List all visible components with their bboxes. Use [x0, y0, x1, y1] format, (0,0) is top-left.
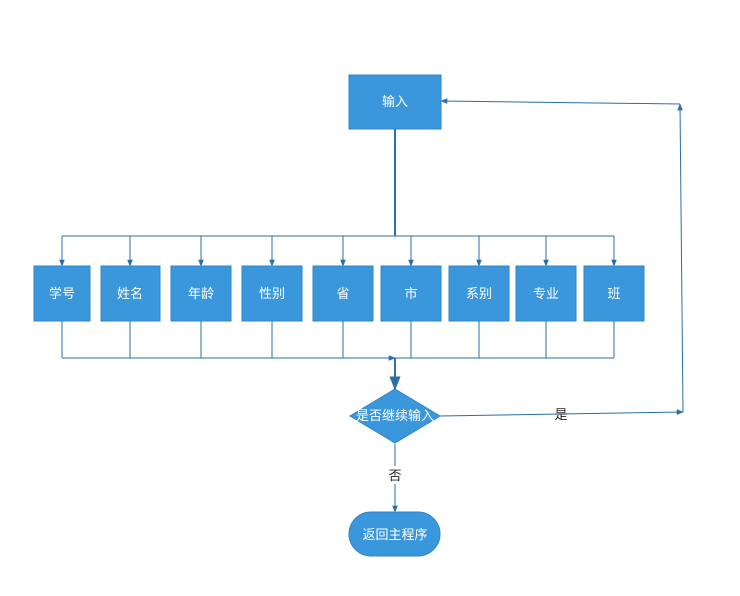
node-field-8: 专业 — [515, 265, 577, 322]
node-field-label: 专业 — [533, 287, 559, 302]
edge-yes-right — [439, 409, 684, 417]
node-field-label: 系别 — [466, 287, 492, 302]
edge-label-yes: 是 — [554, 408, 567, 423]
node-decision: 是否继续输入 — [349, 388, 441, 444]
node-field-label: 班 — [607, 287, 620, 302]
node-field-label: 姓名 — [117, 286, 143, 302]
node-field-label: 市 — [404, 286, 417, 302]
node-decision-label: 是否继续输入 — [356, 408, 434, 424]
node-field-2: 姓名 — [100, 265, 161, 322]
node-return: 返回主程序 — [348, 511, 441, 557]
node-field-9: 班 — [583, 265, 645, 322]
node-field-5: 省 — [312, 265, 374, 322]
edge-label-no: 否 — [388, 469, 401, 484]
node-field-6: 市 — [380, 265, 442, 322]
node-field-7: 系别 — [448, 265, 510, 322]
node-field-1: 学号 — [33, 265, 91, 322]
node-input-label: 输入 — [382, 94, 408, 110]
node-input: 输入 — [348, 74, 442, 130]
edge-yes-up — [677, 103, 684, 413]
node-field-label: 学号 — [49, 286, 75, 302]
node-return-label: 返回主程序 — [362, 528, 427, 543]
node-field-label: 省 — [336, 287, 349, 302]
edge-label-no-bg — [386, 466, 404, 484]
node-field-4: 性别 — [241, 265, 303, 322]
node-field-label: 年龄 — [188, 287, 214, 302]
node-field-3: 年龄 — [170, 265, 232, 322]
edge-yes-back — [440, 98, 681, 105]
node-field-label: 性别 — [259, 287, 285, 302]
